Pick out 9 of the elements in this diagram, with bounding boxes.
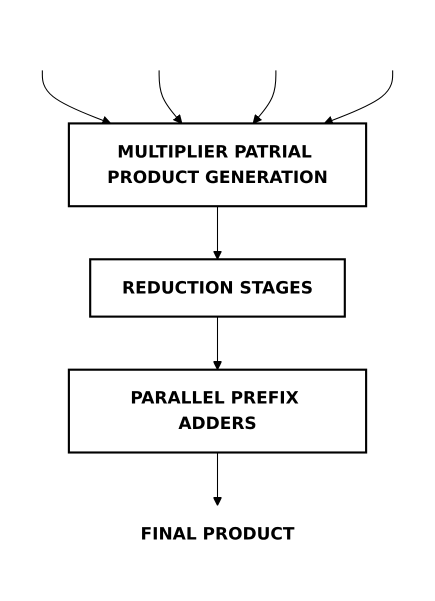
node-box: MULTIPLIER PATRIAL PRODUCT GENERATION xyxy=(68,122,368,208)
node-text: FINAL PRODUCT xyxy=(140,523,294,544)
arrow xyxy=(252,70,276,124)
arrow xyxy=(212,206,222,260)
arrow xyxy=(212,316,222,370)
arrow xyxy=(158,70,182,124)
arrow xyxy=(212,452,222,506)
node-box: REDUCTION STAGES xyxy=(89,258,346,318)
node-box: PARALLEL PREFIX ADDERS xyxy=(68,368,368,454)
